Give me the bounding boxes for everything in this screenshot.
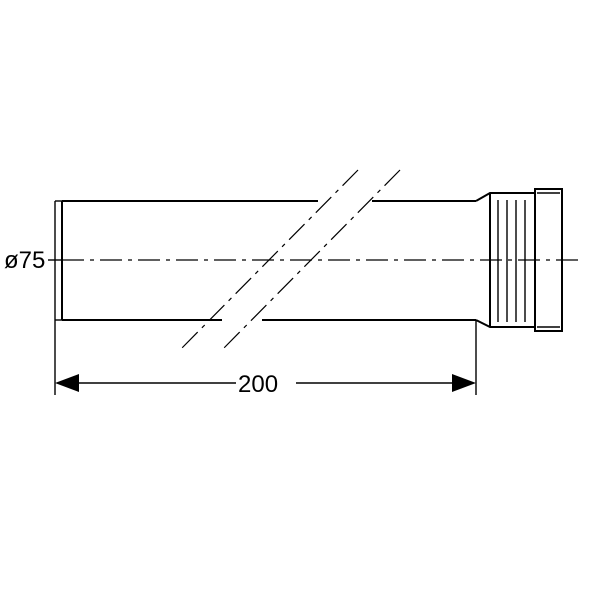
diameter-dimension: ø75	[4, 247, 62, 274]
break-lines	[177, 169, 401, 353]
pipe-body-right	[262, 200, 476, 321]
arrowhead-right	[452, 374, 476, 392]
length-dimension: 200	[54, 320, 477, 398]
length-label: 200	[238, 371, 278, 398]
diameter-label: ø75	[4, 247, 45, 274]
arrowhead-left	[55, 374, 79, 392]
